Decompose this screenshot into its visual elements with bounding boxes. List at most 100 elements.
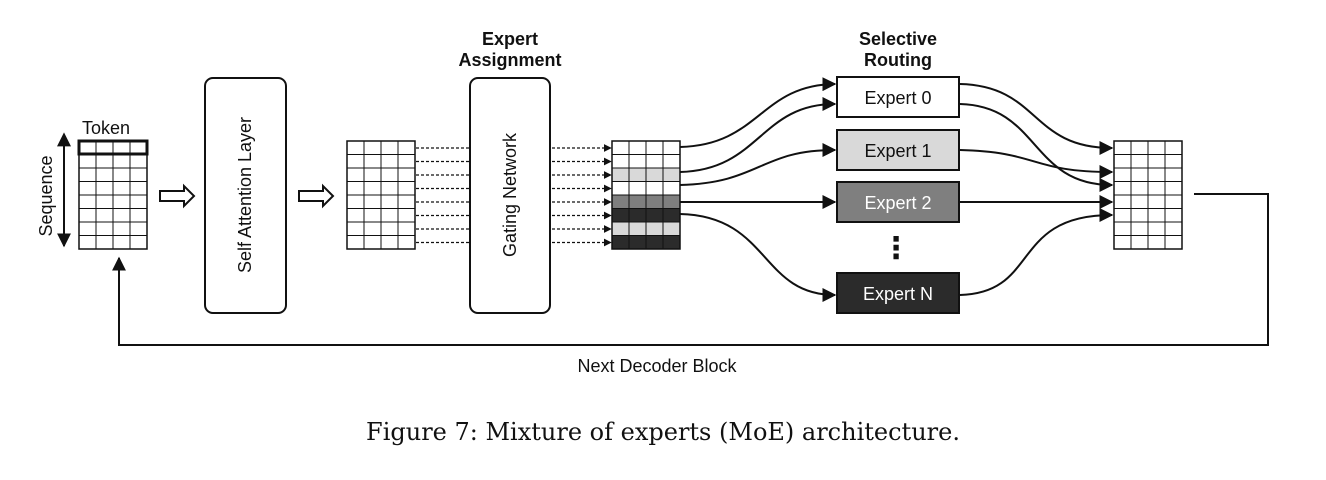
grid-cell bbox=[78, 235, 97, 250]
grid-border bbox=[346, 140, 416, 250]
grid-cell bbox=[346, 221, 365, 236]
grid-cell bbox=[628, 221, 647, 236]
grid-cell bbox=[662, 181, 681, 196]
output-token-grid bbox=[1113, 140, 1183, 250]
grid-cell bbox=[129, 167, 148, 182]
grid-cell bbox=[380, 235, 399, 250]
grid-cell bbox=[611, 194, 630, 209]
grid-cell bbox=[1164, 154, 1183, 169]
grid-cell bbox=[1130, 167, 1149, 182]
grid-cell bbox=[380, 221, 399, 236]
grid-cell bbox=[1113, 167, 1132, 182]
token-to-gating-arrows bbox=[416, 147, 470, 244]
grid-cell bbox=[645, 181, 664, 196]
gating-network-label: Gating Network bbox=[500, 132, 520, 257]
token-label: Token bbox=[82, 118, 130, 138]
grid-cell bbox=[1147, 167, 1166, 182]
grid-cell bbox=[628, 154, 647, 169]
grid-cell bbox=[662, 154, 681, 169]
grid-cell bbox=[380, 208, 399, 223]
grid-cell bbox=[129, 154, 148, 169]
expert-label: Expert 1 bbox=[864, 141, 931, 161]
grid-cell bbox=[129, 221, 148, 236]
grid-cell bbox=[112, 208, 131, 223]
grid-cell bbox=[95, 140, 114, 155]
grid-border bbox=[611, 140, 681, 250]
grid-cell bbox=[346, 154, 365, 169]
grid-cell bbox=[112, 140, 131, 155]
grid-cell bbox=[1147, 181, 1166, 196]
expert-box-1: Expert 1 bbox=[836, 129, 960, 171]
gating-to-token-arrows bbox=[552, 144, 612, 247]
grid-cell bbox=[1147, 154, 1166, 169]
grid-cell bbox=[1113, 221, 1132, 236]
grid-cell bbox=[1164, 167, 1183, 182]
grid-cell bbox=[129, 194, 148, 209]
grid-cell bbox=[1147, 194, 1166, 209]
grid-cell bbox=[1164, 181, 1183, 196]
self-attention-label: Self Attention Layer bbox=[235, 117, 255, 273]
grid-cell bbox=[380, 194, 399, 209]
expert-box-0: Expert 0 bbox=[836, 76, 960, 118]
grid-cell bbox=[1113, 194, 1132, 209]
grid-cell bbox=[129, 235, 148, 250]
grid-cell bbox=[1113, 181, 1132, 196]
grid-cell bbox=[645, 167, 664, 182]
next-decoder-label: Next Decoder Block bbox=[577, 356, 737, 376]
grid-cell bbox=[397, 181, 416, 196]
grid-cell bbox=[380, 154, 399, 169]
grid-cell bbox=[346, 194, 365, 209]
grid-cell bbox=[78, 140, 97, 155]
grid-cell bbox=[129, 208, 148, 223]
selective-routing-label-2: Routing bbox=[864, 50, 932, 70]
grid-cell bbox=[95, 194, 114, 209]
grid-cell bbox=[363, 140, 382, 155]
expert-box-3: Expert N bbox=[836, 272, 960, 314]
grid-cell bbox=[628, 208, 647, 223]
grid-cell bbox=[346, 208, 365, 223]
sequence-label: Sequence bbox=[36, 155, 56, 236]
grid-cell bbox=[1113, 154, 1132, 169]
grid-cell bbox=[397, 154, 416, 169]
grid-cell bbox=[1164, 140, 1183, 155]
grid-cell bbox=[1130, 194, 1149, 209]
grid-cell bbox=[662, 167, 681, 182]
expert-label: Expert 0 bbox=[864, 88, 931, 108]
grid-cell bbox=[645, 154, 664, 169]
grid-cell bbox=[397, 140, 416, 155]
grid-cell bbox=[397, 194, 416, 209]
grid-cell bbox=[611, 181, 630, 196]
grid-cell bbox=[346, 167, 365, 182]
self-attention-box bbox=[204, 77, 287, 314]
grid-cell bbox=[645, 194, 664, 209]
grid-cell bbox=[662, 221, 681, 236]
grid-cell bbox=[628, 194, 647, 209]
selective-routing-label-1: Selective bbox=[859, 29, 937, 49]
grid-cell bbox=[1130, 235, 1149, 250]
grid-cell bbox=[363, 235, 382, 250]
attention-output-grid bbox=[346, 140, 416, 250]
expert-label: Expert 2 bbox=[864, 193, 931, 213]
next-decoder-loop bbox=[112, 193, 1269, 346]
grid-cell bbox=[78, 208, 97, 223]
grid-cell bbox=[380, 181, 399, 196]
grid-cell bbox=[112, 221, 131, 236]
grid-cell bbox=[628, 235, 647, 250]
grid-cell bbox=[397, 208, 416, 223]
grid-cell bbox=[628, 181, 647, 196]
grid-cell bbox=[78, 221, 97, 236]
token-highlight bbox=[77, 139, 149, 156]
grid-cell bbox=[95, 167, 114, 182]
grid-cell bbox=[1147, 140, 1166, 155]
expert-rect bbox=[836, 76, 960, 118]
grid-cell bbox=[363, 167, 382, 182]
grid-cell bbox=[611, 235, 630, 250]
expert-assignment-label-1: Expert bbox=[482, 29, 538, 49]
grid-cell bbox=[363, 181, 382, 196]
grid-cell bbox=[645, 140, 664, 155]
figure-caption: Figure 7: Mixture of experts (MoE) archi… bbox=[366, 418, 960, 446]
grid-cell bbox=[662, 235, 681, 250]
grid-cell bbox=[1164, 194, 1183, 209]
grid-cell bbox=[112, 181, 131, 196]
expert-list: Expert 0 Expert 1 Expert 2 Expert N bbox=[836, 76, 960, 314]
